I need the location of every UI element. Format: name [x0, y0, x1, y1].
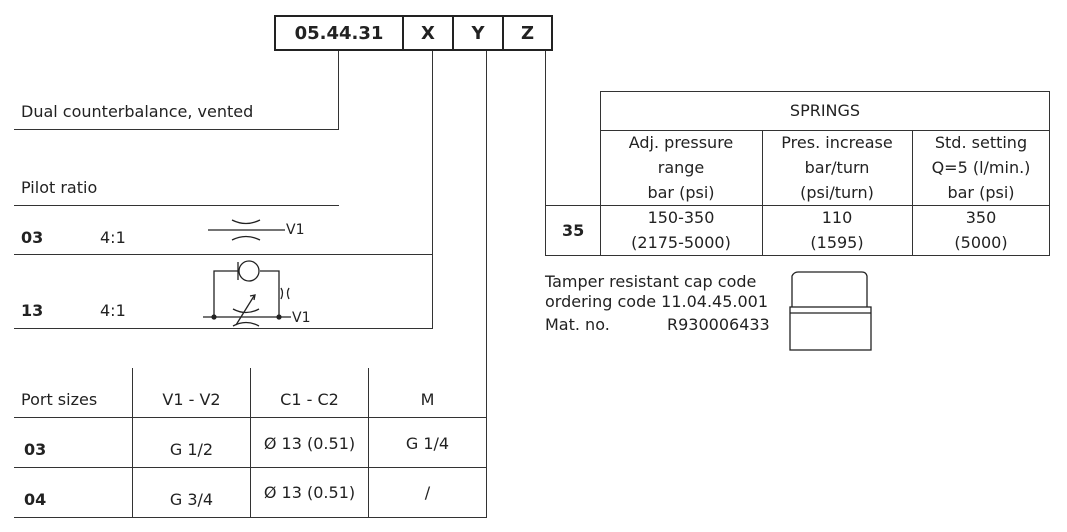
springs-row-setting: (5000) [954, 233, 1008, 252]
cap-mat-label: Mat. no. [545, 315, 610, 334]
port-table-col-divider [368, 368, 369, 518]
springs-header-increase: bar/turn [804, 158, 870, 177]
springs-bottom [545, 255, 1050, 256]
springs-row-range: (2175-5000) [631, 233, 731, 252]
header-m: M [420, 390, 435, 409]
pilot-row-divider [14, 254, 433, 255]
port-row-m: G 1/4 [405, 434, 450, 453]
port-row-v1v2: G 3/4 [169, 490, 214, 509]
port-sizes-header: Port sizes [21, 390, 98, 409]
leader-y [486, 51, 487, 518]
springs-header-increase: Pres. increase [781, 133, 893, 152]
port-table-row-divider [14, 417, 487, 418]
leader-base [338, 51, 339, 130]
springs-row-setting: 350 [965, 208, 997, 227]
springs-col-divider [762, 130, 763, 256]
springs-header-range: bar (psi) [647, 183, 715, 202]
check-valve-orifice-symbol-13 [203, 260, 291, 327]
orifice-symbol-03 [208, 219, 285, 241]
junction-dots [211, 314, 282, 320]
model-code-x: X [404, 17, 454, 49]
springs-row-range: 150-350 [647, 208, 715, 227]
model-code-base: 05.44.31 [276, 17, 404, 49]
pilot-row-ratio: 4:1 [100, 301, 126, 320]
port-table-col-divider [132, 368, 133, 518]
springs-header-range: range [657, 158, 705, 177]
cap-code-line1: Tamper resistant cap code [545, 272, 757, 291]
springs-row-code: 35 [562, 221, 585, 240]
function-label: Dual counterbalance, vented [21, 102, 254, 121]
springs-header-range: Adj. pressure [628, 133, 734, 152]
header-c1-c2: C1 - C2 [280, 390, 339, 409]
springs-row-increase: (1595) [810, 233, 864, 252]
header-v1-v2: V1 - V2 [162, 390, 221, 409]
pilot-ratio-divider [14, 205, 339, 206]
port-row-c1c2: Ø 13 (0.51) [263, 434, 356, 453]
pilot-row-code: 13 [21, 301, 44, 320]
port-row-c1c2: Ø 13 (0.51) [263, 483, 356, 502]
cap-code-line2: ordering code 11.04.45.001 [545, 292, 769, 311]
springs-header-setting: bar (psi) [947, 183, 1015, 202]
leader-x [432, 51, 433, 329]
port-row-m: / [424, 483, 431, 502]
port-label-v1: V1 [286, 222, 305, 238]
springs-col-divider [912, 130, 913, 256]
springs-header-divider [545, 205, 1050, 206]
pilot-ratio-title: Pilot ratio [21, 178, 98, 197]
cap-mat-no: R930006433 [667, 315, 770, 334]
port-row-code: 04 [24, 490, 47, 509]
model-code-y: Y [454, 17, 504, 49]
port-row-code: 03 [24, 440, 47, 459]
springs-header-setting: Std. setting [934, 133, 1028, 152]
model-code-z: Z [520, 22, 535, 44]
port-table-row-divider [14, 467, 487, 468]
model-code-box: 05.44.31 X Y Z [274, 15, 553, 51]
port-label-v1: V1 [292, 310, 311, 326]
springs-row-increase: 110 [821, 208, 853, 227]
port-row-v1v2: G 1/2 [169, 440, 214, 459]
pilot-row-code: 03 [21, 228, 44, 247]
springs-header-increase: (psi/turn) [800, 183, 874, 202]
pilot-section-bottom [14, 328, 433, 329]
springs-title-divider [600, 130, 1050, 131]
springs-title: SPRINGS [789, 101, 861, 120]
port-table-col-divider [250, 368, 251, 518]
pilot-row-ratio: 4:1 [100, 228, 126, 247]
leader-z [545, 51, 546, 206]
port-table-bottom [14, 517, 487, 518]
springs-header-setting: Q=5 (l/min.) [931, 158, 1031, 177]
springs-code-left [545, 205, 546, 256]
function-underline [14, 129, 339, 130]
